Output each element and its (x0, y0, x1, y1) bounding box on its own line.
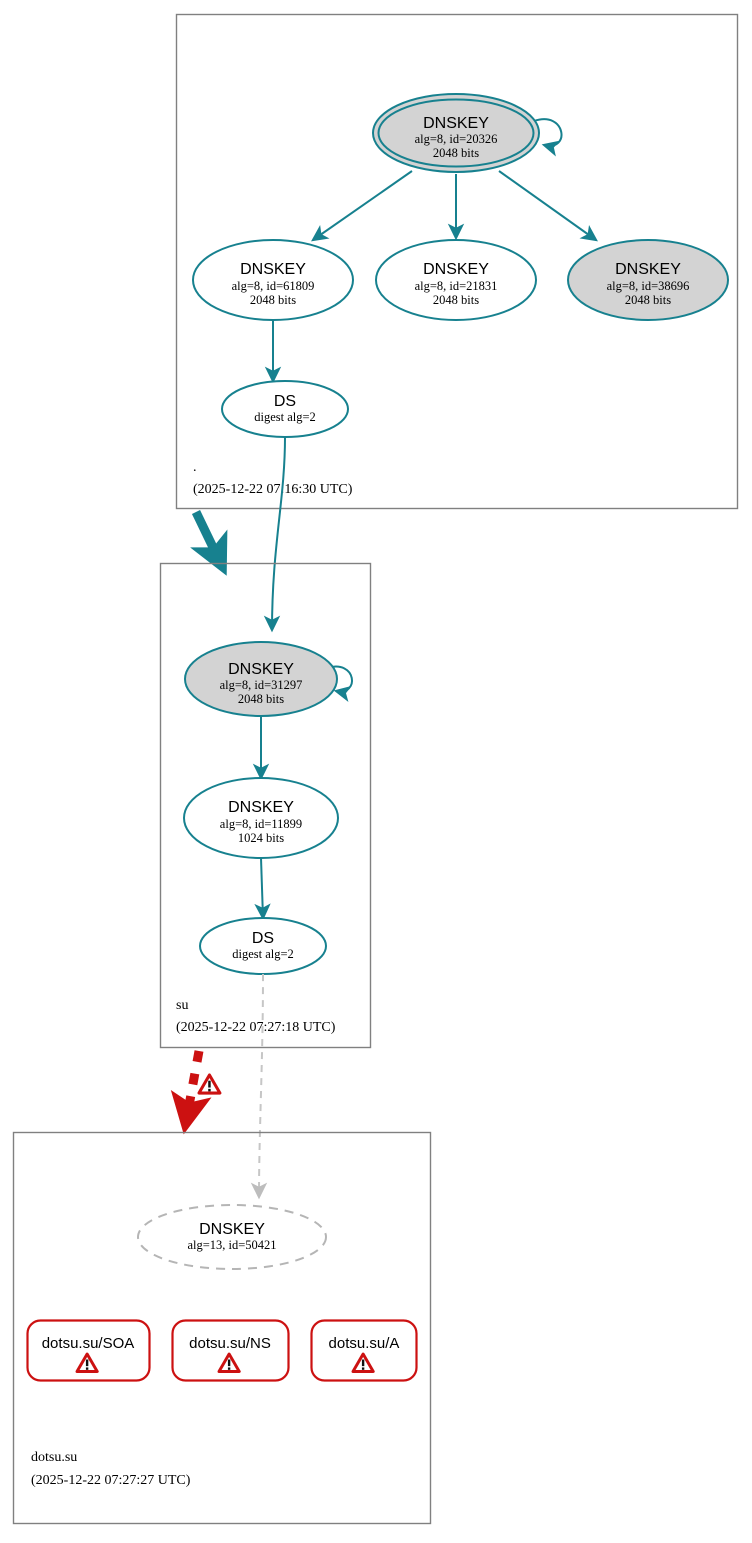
zone-su: DNSKEY alg=8, id=31297 2048 bits DNSKEY … (159, 562, 372, 1049)
node-dotsu-dnskey-title: DNSKEY (199, 1221, 265, 1238)
node-root-ds[interactable]: DS digest alg=2 (221, 380, 349, 438)
edge-delegation-su-to-dotsu (170, 1050, 212, 1135)
zone-dotsu-su-label: dotsu.su (31, 1450, 77, 1465)
warning-triangle-icon (197, 1073, 222, 1095)
node-su-zsk-line2: alg=8, id=11899 (220, 817, 302, 831)
node-root-ds-line2: digest alg=2 (254, 410, 316, 424)
zone-root-timestamp: (2025-12-22 07:16:30 UTC) (193, 482, 353, 497)
node-su-ksk-line2: alg=8, id=31297 (220, 678, 303, 692)
rrset-dotsu-su-ns[interactable]: dotsu.su/NS (171, 1319, 290, 1382)
node-root-zsk-61809-line2: alg=8, id=61809 (232, 279, 315, 293)
node-dotsu-dnskey-line2: alg=13, id=50421 (187, 1238, 276, 1252)
zone-su-label: su (176, 998, 188, 1013)
node-su-ksk[interactable]: DNSKEY alg=8, id=31297 2048 bits (184, 641, 338, 717)
zone-root: DNSKEY alg=8, id=20326 2048 bits DNSKEY … (175, 13, 739, 510)
zone-dotsu-su-border (12, 1131, 432, 1525)
edge-su-ksk-self (326, 665, 353, 702)
zone-dotsu-su: DNSKEY alg=13, id=50421 dotsu.su/SOA dot… (12, 1131, 432, 1525)
edge-root-ksk-to-38696 (498, 170, 598, 242)
zone-su-border (159, 562, 372, 1049)
node-root-ksk-title: DNSKEY (423, 115, 489, 132)
rrset-dotsu-su-ns-label: dotsu.su/NS (189, 1335, 271, 1352)
rrset-dotsu-su-soa[interactable]: dotsu.su/SOA (26, 1319, 151, 1382)
node-root-zsk-38696-line3: 2048 bits (625, 293, 671, 307)
warning-triangle-icon (351, 1352, 375, 1373)
node-su-ksk-title: DNSKEY (228, 661, 294, 678)
rrset-dotsu-su-a[interactable]: dotsu.su/A (310, 1319, 418, 1382)
node-root-ksk-line3: 2048 bits (433, 146, 479, 160)
node-su-zsk-line3: 1024 bits (238, 831, 284, 845)
node-root-zsk-21831-title: DNSKEY (423, 261, 489, 278)
node-su-ds[interactable]: DS digest alg=2 (199, 917, 327, 975)
node-root-zsk-38696[interactable]: DNSKEY alg=8, id=38696 2048 bits (567, 239, 729, 321)
node-root-zsk-21831[interactable]: DNSKEY alg=8, id=21831 2048 bits (375, 239, 537, 321)
node-root-ds-title: DS (274, 393, 296, 410)
edge-root-ksk-self (533, 118, 563, 157)
zone-root-label: . (193, 460, 197, 475)
node-root-zsk-61809-title: DNSKEY (240, 261, 306, 278)
node-su-ds-title: DS (252, 930, 274, 947)
node-root-zsk-21831-line2: alg=8, id=21831 (415, 279, 498, 293)
node-root-zsk-21831-line3: 2048 bits (433, 293, 479, 307)
rrset-dotsu-su-soa-label: dotsu.su/SOA (42, 1335, 135, 1352)
node-su-ds-line2: digest alg=2 (232, 947, 294, 961)
node-root-ksk-line2: alg=8, id=20326 (415, 132, 498, 146)
node-root-zsk-61809-line3: 2048 bits (250, 293, 296, 307)
node-dotsu-dnskey[interactable]: DNSKEY alg=13, id=50421 (137, 1204, 327, 1270)
zone-root-border (175, 13, 739, 510)
edge-root-ds-to-su-ksk (263, 436, 286, 633)
zone-su-timestamp: (2025-12-22 07:27:18 UTC) (176, 1020, 336, 1035)
warning-triangle-icon (75, 1352, 99, 1373)
edge-root-ksk-to-61809 (311, 170, 413, 242)
node-root-zsk-38696-line2: alg=8, id=38696 (607, 279, 690, 293)
edge-su-ds-to-dotsu-key (250, 973, 268, 1200)
node-su-zsk-title: DNSKEY (228, 799, 294, 816)
edge-delegation-root-to-su (190, 510, 228, 576)
rrset-dotsu-su-a-label: dotsu.su/A (329, 1335, 400, 1352)
node-root-zsk-61809[interactable]: DNSKEY alg=8, id=61809 2048 bits (192, 239, 354, 321)
warning-triangle-icon (217, 1352, 241, 1373)
node-su-ksk-line3: 2048 bits (238, 692, 284, 706)
zone-dotsu-su-timestamp: (2025-12-22 07:27:27 UTC) (31, 1473, 191, 1488)
node-root-zsk-38696-title: DNSKEY (615, 261, 681, 278)
node-root-ksk[interactable]: DNSKEY alg=8, id=20326 2048 bits (372, 93, 540, 173)
edge-su-zsk-to-ds (254, 857, 271, 921)
node-su-zsk[interactable]: DNSKEY alg=8, id=11899 1024 bits (183, 777, 339, 859)
